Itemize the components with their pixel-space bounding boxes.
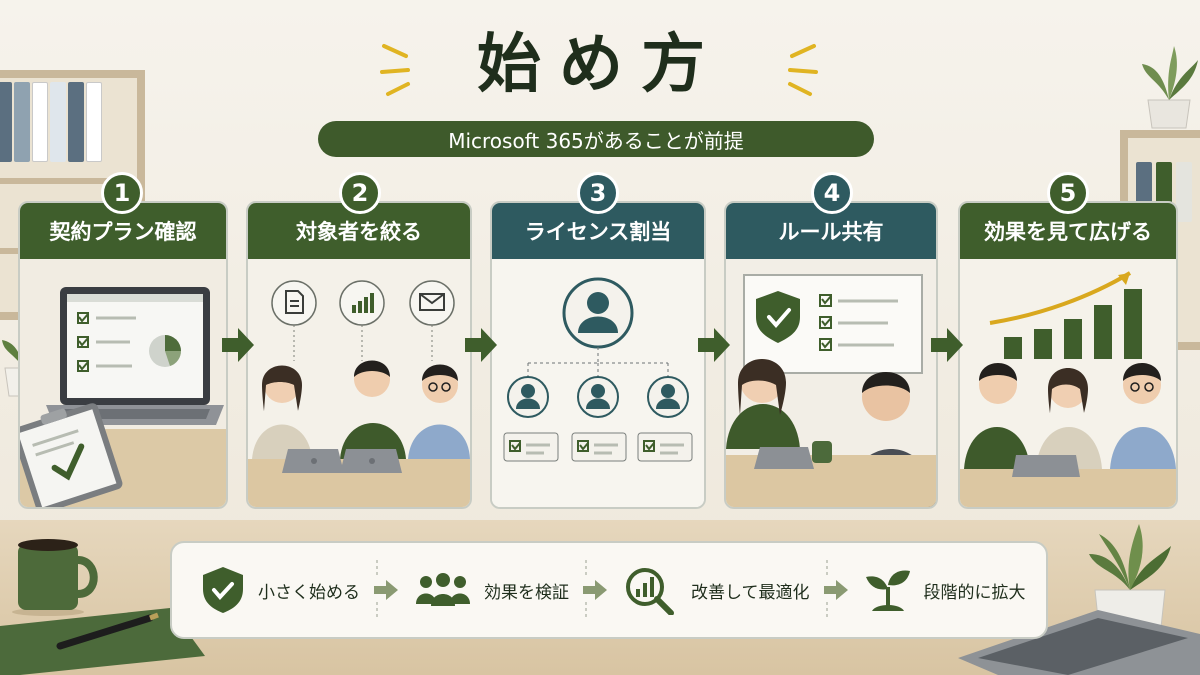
dashed-arrow-icon bbox=[823, 560, 848, 620]
step-label-5: 効果を見て広げる bbox=[984, 220, 1152, 244]
shield-check-icon bbox=[203, 567, 243, 613]
step-card-3: ライセンス割当 bbox=[490, 201, 706, 509]
magnifier-chart-icon bbox=[626, 568, 674, 615]
license-tree-illustration bbox=[492, 259, 704, 507]
step-number-5: 5 bbox=[1047, 172, 1089, 214]
step-label-3: ライセンス割当 bbox=[524, 220, 672, 244]
summary-label-1: 小さく始める bbox=[258, 582, 360, 603]
subtitle-text: Microsoft 365があることが前提 bbox=[448, 128, 744, 153]
arrow-right-icon bbox=[222, 328, 254, 362]
page-title: 始め方 bbox=[477, 28, 723, 102]
subtitle-pill: Microsoft 365があることが前提 bbox=[318, 121, 874, 157]
step-number-3: 3 bbox=[577, 172, 619, 214]
summary-label-2: 効果を検証 bbox=[484, 582, 569, 603]
step-card-2: 対象者を絞る bbox=[246, 201, 472, 509]
step-label-4: ルール共有 bbox=[778, 220, 884, 244]
step-label-2: 対象者を絞る bbox=[296, 220, 422, 244]
title-area: 始め方 bbox=[0, 20, 1200, 110]
sparkle-right-icon bbox=[788, 44, 818, 96]
step-header-1: 契約プラン確認 bbox=[20, 203, 226, 259]
summary-item-expand: 段階的に拡大 bbox=[864, 567, 1026, 613]
summary-label-3: 改善して最適化 bbox=[691, 582, 810, 603]
plant-icon bbox=[1142, 46, 1198, 129]
sparkle-left-icon bbox=[380, 44, 410, 96]
summary-item-start-small: 小さく始める bbox=[200, 565, 360, 615]
summary-label-4: 段階的に拡大 bbox=[923, 582, 1026, 603]
step-number-1: 1 bbox=[101, 172, 143, 214]
team-meeting-illustration bbox=[248, 259, 470, 507]
step-number-2: 2 bbox=[339, 172, 381, 214]
summary-item-verify: 効果を検証 bbox=[414, 570, 569, 610]
process-summary-bar: 小さく始める 効果を検証 改善して最適化 bbox=[170, 541, 1048, 639]
laptop-checklist-illustration bbox=[20, 259, 226, 507]
arrow-right-icon bbox=[465, 328, 497, 362]
step-card-4: ルール共有 bbox=[724, 201, 938, 509]
arrow-right-icon bbox=[698, 328, 730, 362]
notebook-icon bbox=[0, 608, 205, 675]
step-card-5: 効果を見て広げる bbox=[958, 201, 1178, 509]
dashed-arrow-icon bbox=[374, 560, 398, 620]
laptop-corner-icon bbox=[958, 610, 1200, 675]
people-icon bbox=[416, 573, 470, 606]
step-number-4: 4 bbox=[811, 172, 853, 214]
rule-sharing-illustration bbox=[726, 259, 936, 507]
coffee-mug-icon bbox=[12, 539, 98, 616]
arrow-right-icon bbox=[931, 328, 963, 362]
summary-item-optimize: 改善して最適化 bbox=[623, 565, 810, 615]
dashed-arrow-icon bbox=[583, 560, 607, 620]
step-header-5: 効果を見て広げる bbox=[960, 203, 1176, 259]
sprout-icon bbox=[865, 570, 910, 611]
growth-team-illustration bbox=[960, 259, 1176, 507]
step-card-1: 契約プラン確認 bbox=[18, 201, 228, 509]
step-label-1: 契約プラン確認 bbox=[49, 220, 197, 244]
